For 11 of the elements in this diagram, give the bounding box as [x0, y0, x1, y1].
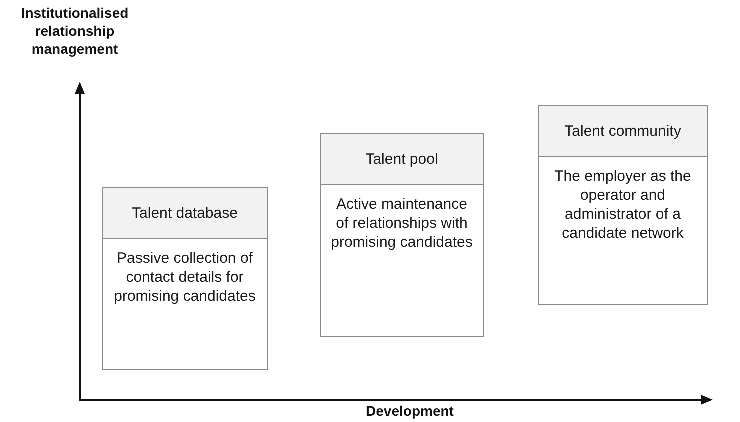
stage-card [320, 133, 484, 337]
stage-description: Active maintenance of relationships with promising candidates [330, 195, 474, 253]
stage-description: Passive collection of contact details for promising candidates [113, 249, 257, 307]
stage-card [538, 105, 708, 305]
axis-title: Institutionalised relationship management [20, 4, 130, 58]
stage-card [102, 187, 268, 370]
stage-title: Talent pool [321, 134, 483, 185]
stage-title: Talent database [103, 188, 267, 239]
axis-title: Development [365, 402, 455, 420]
stage-title: Talent community [539, 106, 707, 157]
stage-description: The employer as the operator and administrator of a candidate network [554, 167, 692, 244]
